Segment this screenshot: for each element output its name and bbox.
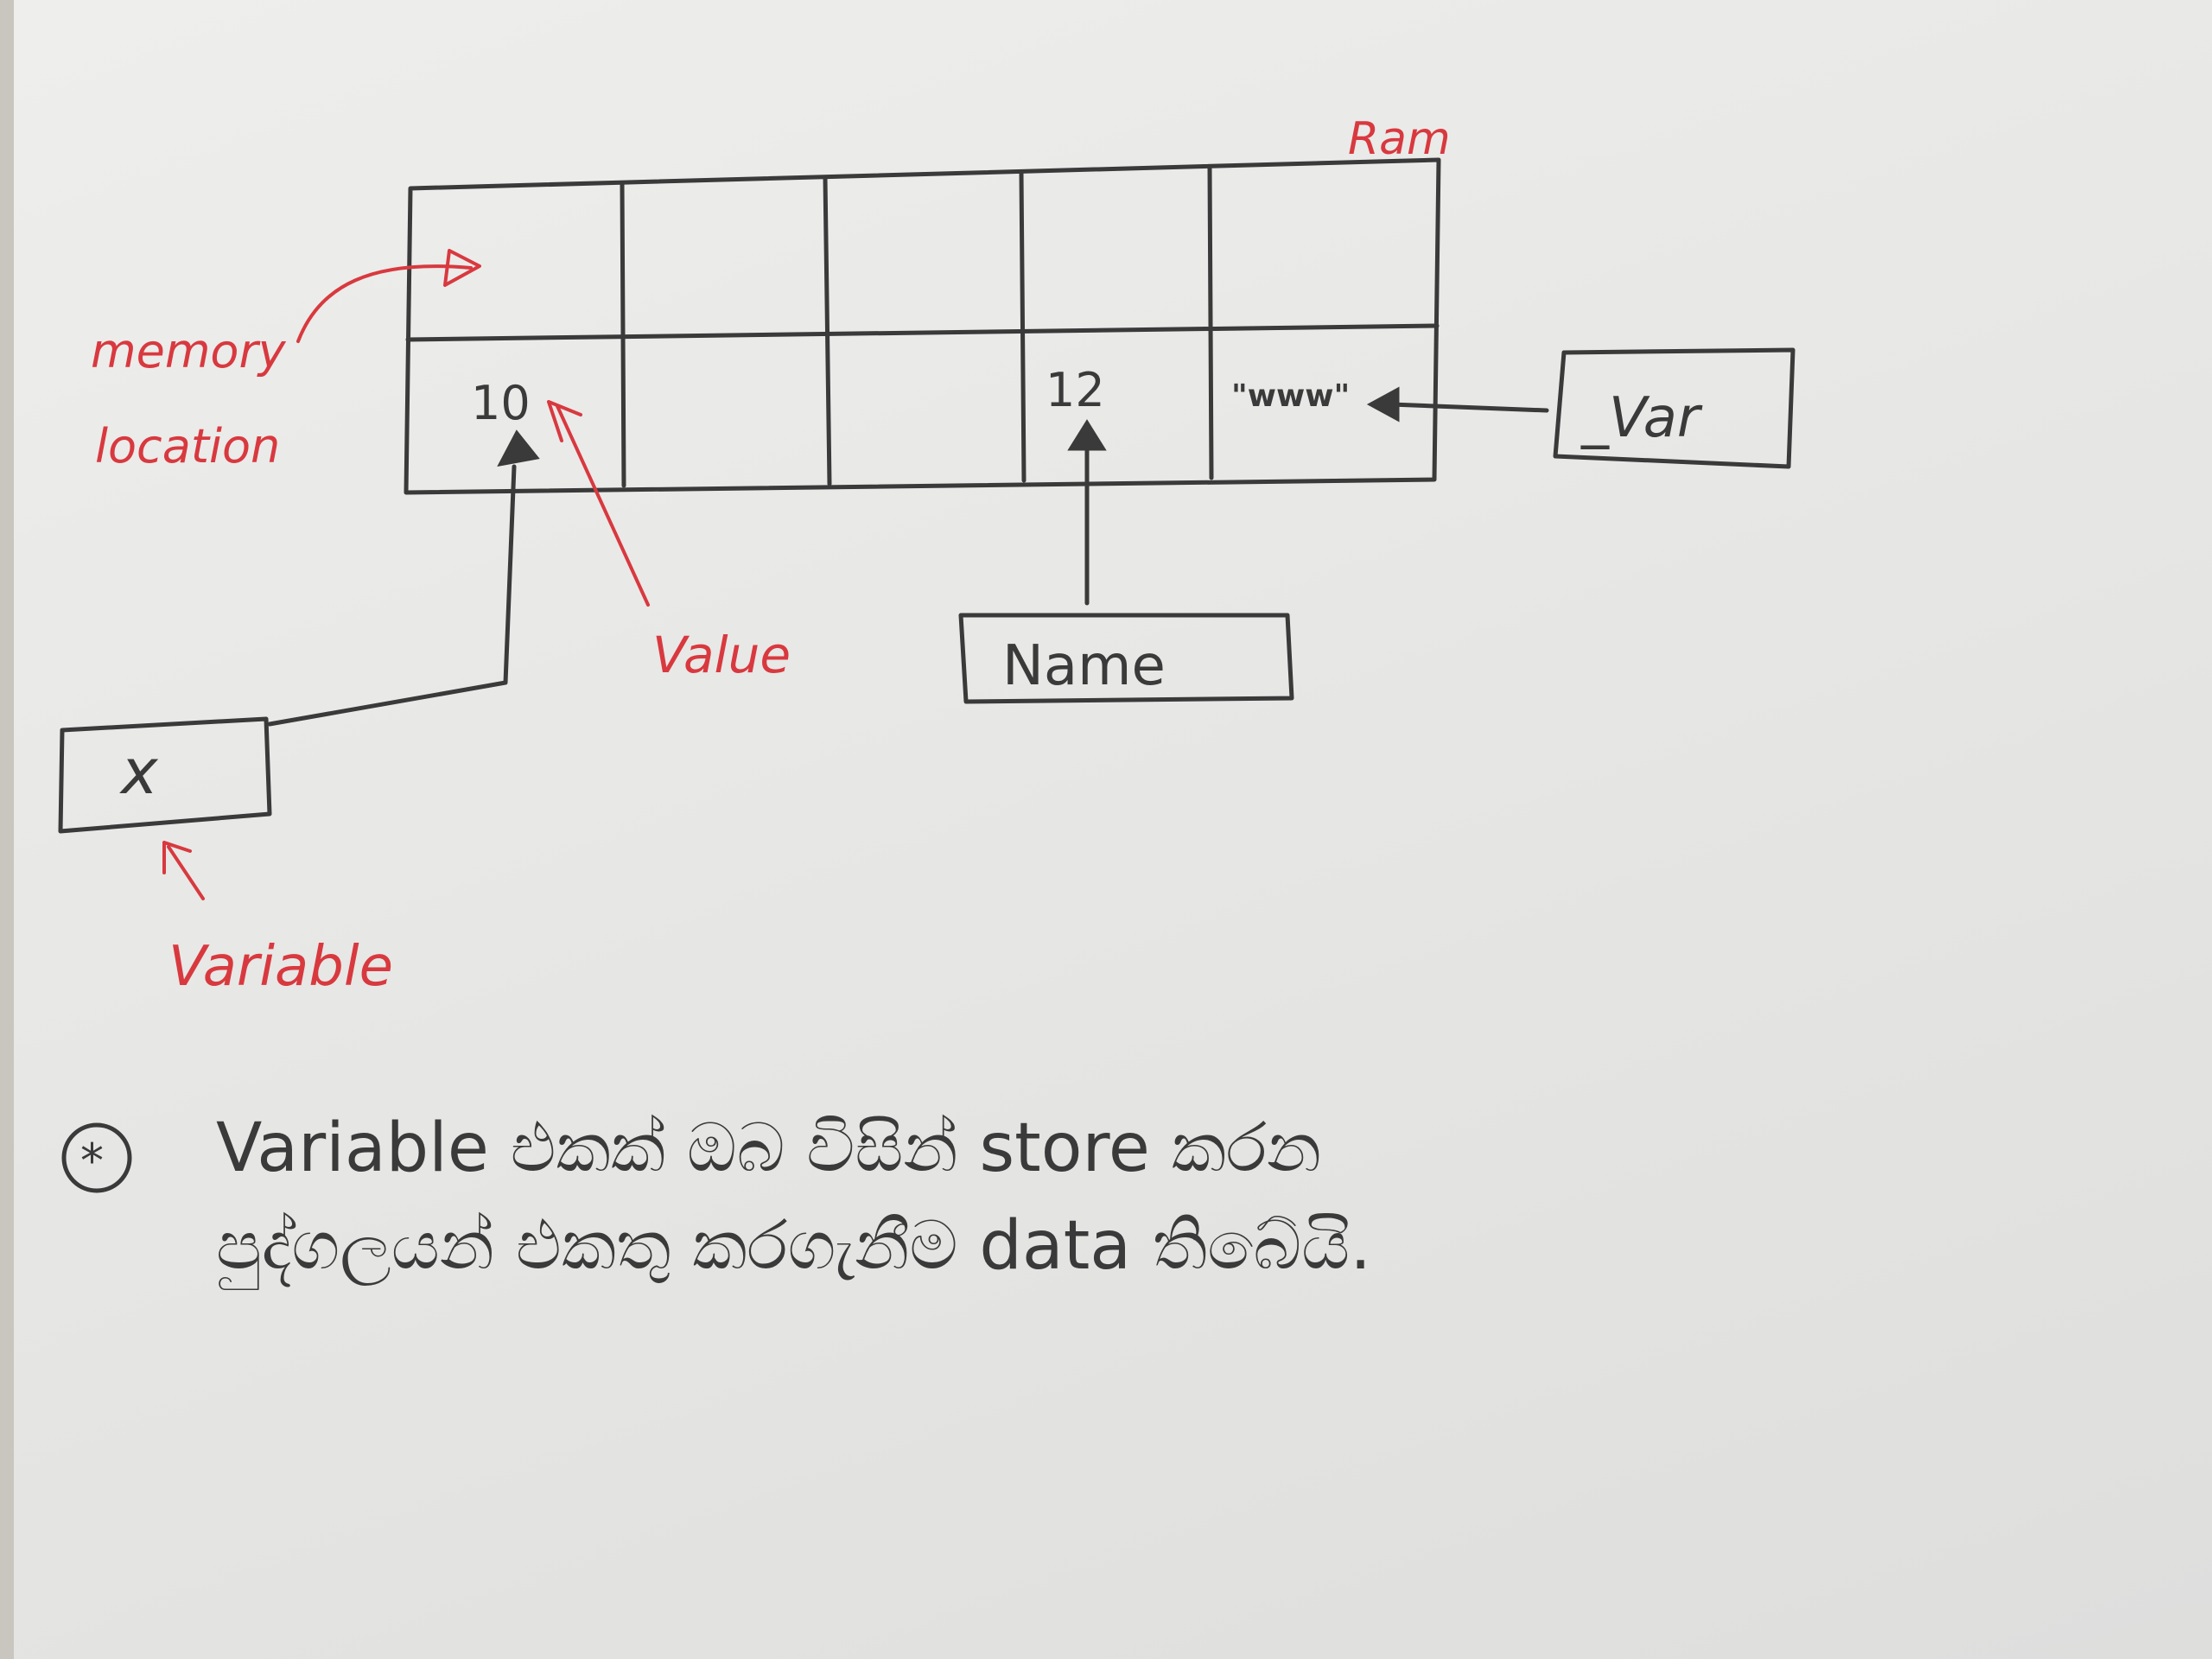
memory-location-label-line2: location [95, 419, 280, 474]
note-marker: * [80, 1134, 104, 1188]
value-arrow [556, 404, 650, 607]
x-pointer-line [267, 464, 517, 727]
ram-grid [404, 157, 1441, 495]
memory-location-arrow [296, 264, 473, 343]
name-pointer-arrowhead [1067, 419, 1107, 451]
note-line-1: Variable එකක් ඔබ විසින් store කරන [216, 1109, 1321, 1187]
variable-arrowhead [162, 841, 192, 874]
variable-label: Variable [168, 935, 393, 999]
x-pointer-arrowhead [497, 429, 540, 467]
variable-arrow [167, 845, 205, 900]
ram-cell-value-10: 10 [471, 376, 531, 430]
var-pointer-arrowhead [1366, 386, 1400, 423]
paper-sheet [14, 0, 2212, 1659]
memory-location-arrowhead [443, 249, 481, 287]
var-box-label: _Var [1580, 386, 1703, 450]
note-line-2: පුද්ගලයන් එකතු කරගැනීම data තිබේයි. [216, 1207, 1371, 1290]
var-pointer-line [1389, 402, 1549, 413]
variable-box-x-label: x [119, 735, 159, 808]
ram-cell-value-www: "www" [1231, 378, 1350, 414]
ram-label: Ram [1348, 113, 1451, 165]
name-box [958, 613, 1294, 704]
value-label: Value [652, 626, 791, 684]
memory-location-label-line1: memory [91, 324, 287, 378]
note-bullet [61, 1122, 132, 1193]
var-box [1553, 347, 1796, 469]
value-arrowhead [547, 400, 582, 442]
variable-box-x [58, 716, 272, 834]
ram-cell-value-12: 12 [1046, 363, 1105, 417]
name-box-label: Name [1002, 634, 1166, 698]
